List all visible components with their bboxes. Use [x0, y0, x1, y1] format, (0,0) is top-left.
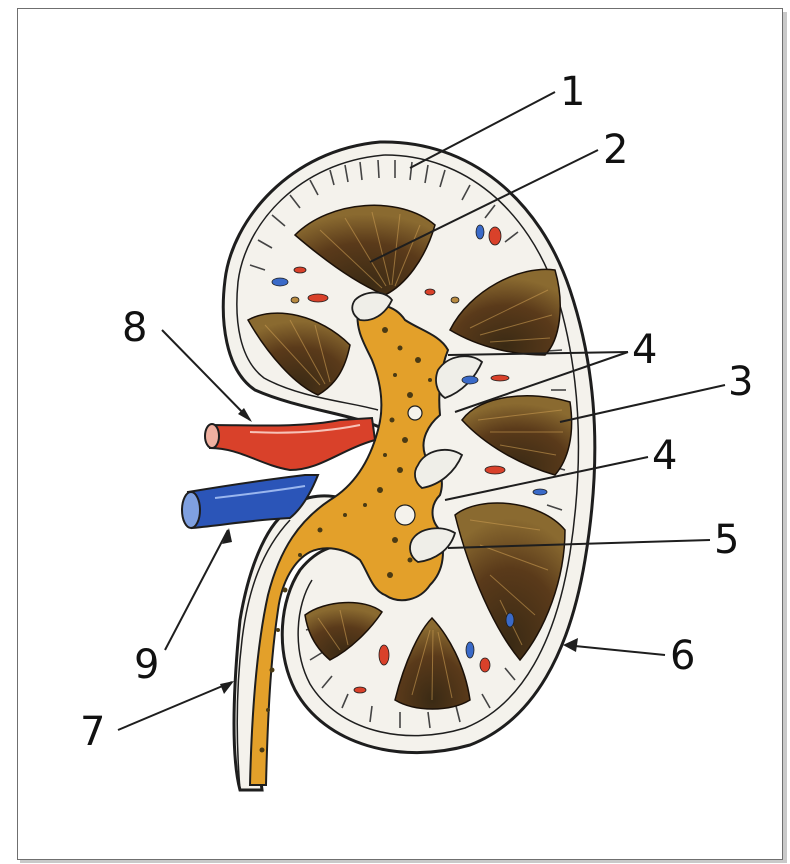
label-7: 7 — [80, 712, 105, 752]
arrowhead-7 — [220, 681, 234, 694]
leader-9 — [165, 530, 228, 650]
label-2: 2 — [603, 130, 628, 170]
label-1: 1 — [560, 72, 585, 112]
label-4-upper: 4 — [632, 330, 657, 370]
leader-7 — [118, 682, 232, 730]
label-4-lower: 4 — [652, 436, 677, 476]
label-5: 5 — [714, 520, 739, 560]
label-9: 9 — [134, 645, 159, 685]
renal-artery — [205, 418, 375, 470]
label-3: 3 — [728, 362, 753, 402]
label-8: 8 — [122, 308, 147, 348]
leader-1 — [410, 92, 555, 168]
label-6: 6 — [670, 636, 695, 676]
leader-6 — [565, 645, 665, 655]
